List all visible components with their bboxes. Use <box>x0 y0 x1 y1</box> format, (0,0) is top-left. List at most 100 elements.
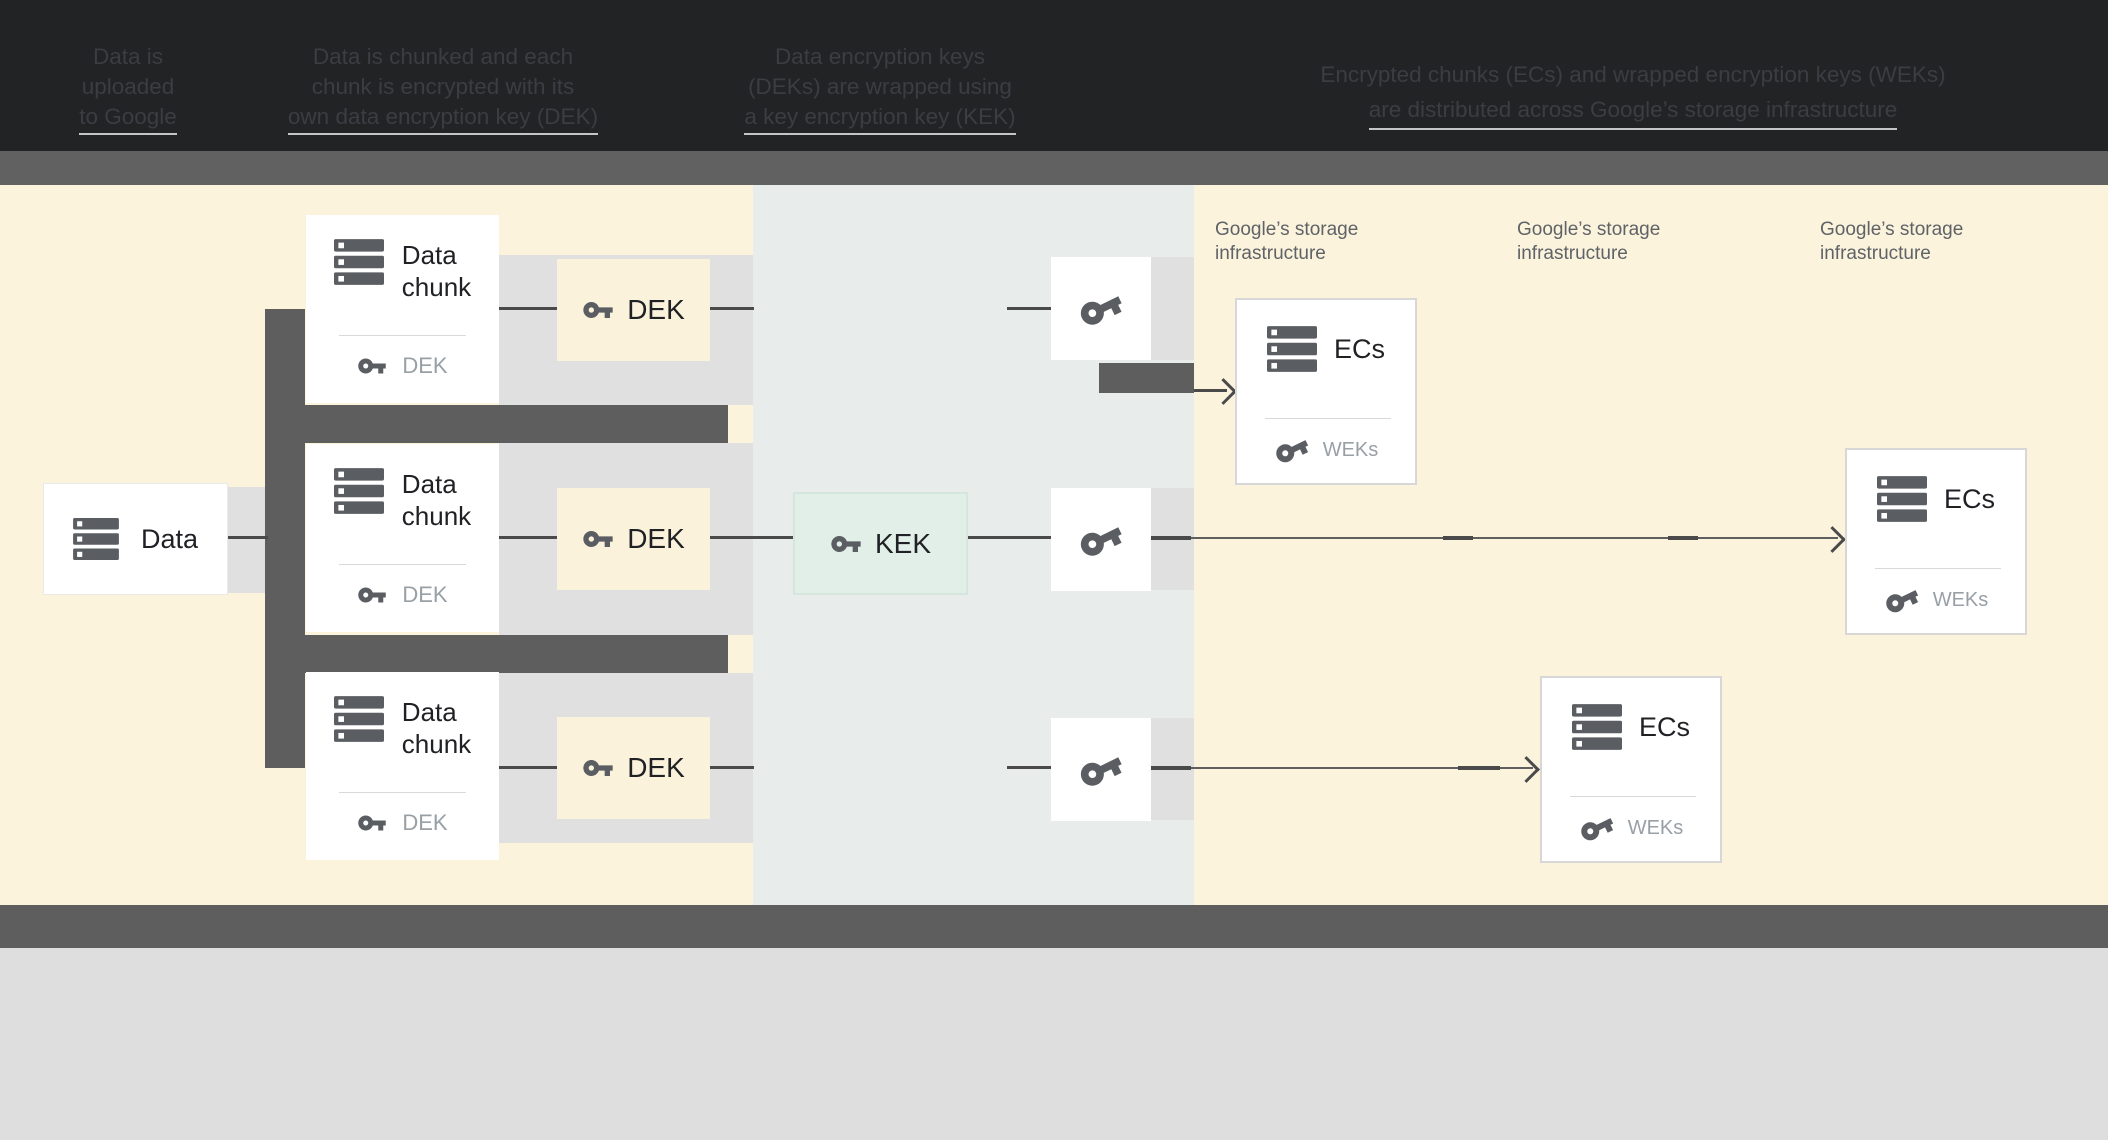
weks-footer: WEKs <box>1847 582 2025 618</box>
ecs-box-2: ECs WEKs <box>1845 448 2027 635</box>
chunk-dek-footer: DEK <box>306 351 499 381</box>
key1-strip <box>1151 257 1194 360</box>
weks-footer: WEKs <box>1237 432 1415 468</box>
key-icon <box>357 580 387 610</box>
kek-to-key2-line <box>968 536 1051 539</box>
step-text-line: are distributed across Google’s storage … <box>1268 92 1998 130</box>
dek-box-2: DEK <box>557 488 710 590</box>
row-connector-band-1 <box>265 405 728 443</box>
dek2-to-kek-line <box>710 536 793 539</box>
tilted-key-icon <box>1070 278 1132 340</box>
key1-in-line <box>1007 307 1051 310</box>
ecs-label: ECs <box>1333 333 1385 364</box>
arrow3-dash <box>1151 766 1191 770</box>
step-text-line: Data encryption keys <box>774 44 986 69</box>
step-text-line: Data is <box>92 44 164 69</box>
step-text-line: chunk is encrypted with its <box>311 74 575 99</box>
step-text-line: Data is chunked and each <box>312 44 574 69</box>
kek-box-label: KEK <box>874 527 932 559</box>
chunk2-to-dek-line <box>499 536 557 539</box>
server-stack-icon <box>334 696 384 742</box>
step-text-line: a key encryption key (KEK) <box>696 102 1064 135</box>
divider <box>339 564 466 565</box>
dek-box-label: DEK <box>627 523 685 554</box>
ecs-box-3: ECs WEKs <box>1540 676 1722 863</box>
row-connector-band-2 <box>265 635 728 673</box>
server-stack-icon <box>1877 476 1927 522</box>
server-stack-icon <box>73 518 119 560</box>
tilted-key-icon <box>1878 576 1926 624</box>
weks-label: WEKs <box>1932 588 1989 611</box>
divider <box>1570 796 1696 797</box>
chunk-dek-footer: DEK <box>306 808 499 838</box>
step-upload-description: Data is uploaded to Google <box>40 42 216 135</box>
dek1-out-line <box>710 307 754 310</box>
data-box-strip <box>226 487 268 593</box>
wrapped-key-connector-block <box>1099 363 1194 393</box>
chunk1-to-dek-line <box>499 307 557 310</box>
step-wrap-description: Data encryption keys (DEKs) are wrapped … <box>696 42 1064 135</box>
arrow2-dash <box>1668 536 1698 540</box>
wrapped-key-box-1 <box>1051 257 1151 360</box>
key3-in-line <box>1007 766 1051 769</box>
ecs-label: ECs <box>1943 483 1995 514</box>
server-stack-icon <box>334 468 384 514</box>
key-icon <box>830 528 862 560</box>
key-icon <box>357 808 387 838</box>
dek-link-text[interactable]: own data encryption key (DEK) <box>287 102 599 135</box>
ecs-box-1: ECs WEKs <box>1235 298 1417 485</box>
server-stack-icon <box>1572 704 1622 750</box>
kek-box: KEK <box>793 492 968 595</box>
dek3-out-line <box>710 766 754 769</box>
storage-link-text[interactable]: are distributed across Google’s storage … <box>1368 92 1898 130</box>
ecs-label: ECs <box>1638 711 1690 742</box>
arrow2-dash <box>1443 536 1473 540</box>
weks-label: WEKs <box>1322 438 1379 461</box>
ecs-header: ECs <box>1237 326 1415 372</box>
server-stack-icon <box>334 239 384 285</box>
tilted-key-icon <box>1573 804 1621 852</box>
divider <box>1875 568 2001 569</box>
step-text-line: (DEKs) are wrapped using <box>748 74 1012 99</box>
step-text-line: uploaded <box>81 74 175 99</box>
step-text-line: Encrypted chunks (ECs) and wrapped encry… <box>1320 62 1946 87</box>
dek-small-label: DEK <box>402 353 448 378</box>
tilted-key-icon <box>1268 426 1316 474</box>
step-chunk-description: Data is chunked and each chunk is encryp… <box>258 42 628 135</box>
chunk-dek-footer: DEK <box>306 580 499 610</box>
arrow3-dash <box>1458 766 1500 770</box>
dek-box-label: DEK <box>627 752 685 783</box>
weks-label: WEKs <box>1627 816 1684 839</box>
wrapped-key-box-2 <box>1051 488 1151 591</box>
dek-small-label: DEK <box>402 582 448 607</box>
kek-link-text[interactable]: a key encryption key (KEK) <box>744 102 1016 135</box>
arrow2-dash <box>1151 536 1191 540</box>
step-text-line: to Google <box>40 102 216 135</box>
key-icon <box>582 523 614 555</box>
tilted-key-icon <box>1070 509 1132 571</box>
weks-footer: WEKs <box>1542 810 1720 846</box>
data-to-bar-line <box>226 536 268 539</box>
data-box-label: Data <box>140 523 199 554</box>
key-icon <box>582 294 614 326</box>
divider <box>339 792 466 793</box>
top-gray-band <box>0 151 2108 185</box>
footer-area: Default Google Encryption Key encryption… <box>0 948 2108 1140</box>
arrow2-line <box>1151 537 1838 539</box>
step-text-line: own data encryption key (DEK) <box>258 102 628 135</box>
google-link-text[interactable]: to Google <box>79 102 177 135</box>
wrapped-key-box-3 <box>1051 718 1151 821</box>
arrow3-line <box>1151 767 1533 769</box>
ecs-header: ECs <box>1542 704 1720 750</box>
server-stack-icon <box>1267 326 1317 372</box>
